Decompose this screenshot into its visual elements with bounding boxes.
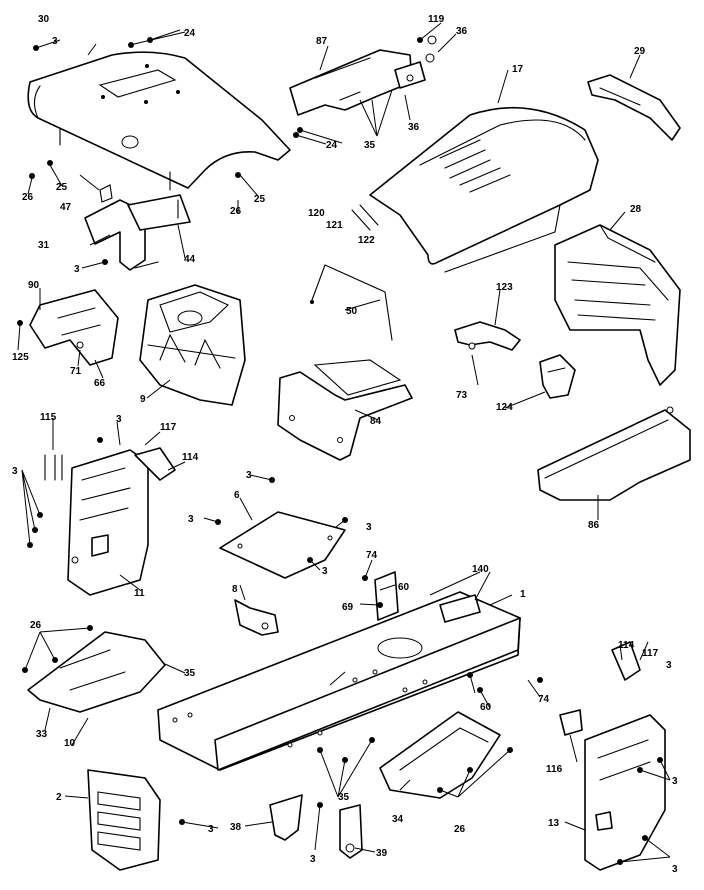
callout-35: 35 [364,140,376,151]
callout-35c: 35 [338,792,350,803]
callout-84: 84 [370,416,382,427]
floor-plate-part [27,631,166,713]
callout-86: 86 [588,520,600,531]
callout-60: 60 [398,582,410,593]
callout-121: 121 [326,220,343,231]
grille-part [587,74,681,141]
frame-bracket-part [277,359,413,461]
strap-part [454,321,521,351]
callout-8: 8 [232,584,238,595]
foot-pad-part [379,711,501,799]
callout-33: 33 [36,729,48,740]
callout-3c: 3 [116,414,122,425]
left-dash-panel-part [44,447,176,596]
cowl-panel-part [289,35,437,116]
callout-9: 9 [140,394,146,405]
hood-part [351,106,599,273]
callout-3d: 3 [12,466,18,477]
callout-labels: 30 3 24 26 25 47 31 44 87 119 36 36 35 2… [12,14,678,875]
callout-3j: 3 [310,854,316,865]
mount-plate-part [219,511,346,579]
callout-3h: 3 [322,566,328,577]
callout-31: 31 [38,240,50,251]
callout-47: 47 [60,202,72,213]
callout-26c: 26 [30,620,42,631]
callout-3g: 3 [366,522,372,533]
callout-74b: 74 [538,694,550,705]
callout-3l: 3 [672,776,678,787]
dash-cover-part [27,51,291,191]
callout-36: 36 [456,26,468,37]
callout-123: 123 [496,282,513,293]
clip-part [539,354,576,399]
callout-3: 3 [52,36,58,47]
callout-66: 66 [94,378,106,389]
callout-114b: 114 [618,640,635,651]
callout-26b: 26 [230,206,242,217]
callout-114: 114 [182,452,199,463]
leader-lines [17,22,671,863]
callout-125: 125 [12,352,29,363]
callout-38: 38 [230,822,242,833]
callout-116: 116 [546,764,563,775]
callout-1: 1 [520,589,526,600]
callout-36b: 36 [408,122,420,133]
callout-39: 39 [376,848,388,859]
callout-28: 28 [630,204,642,215]
callout-30: 30 [38,14,50,25]
callout-117b: 117 [642,648,659,659]
callout-26d: 26 [454,824,466,835]
callout-10: 10 [64,738,76,749]
right-dash-panel-part [559,641,666,871]
callout-90: 90 [28,280,40,291]
callout-124: 124 [496,402,513,413]
grille-frame-part [554,224,681,386]
callout-60b: 60 [480,702,492,713]
fuel-housing-part [139,284,246,406]
callout-25: 25 [56,182,68,193]
callout-120: 120 [308,208,325,219]
callout-140: 140 [472,564,489,575]
callout-24: 24 [184,28,196,39]
small-bracket-part [234,599,279,636]
callout-3b: 3 [74,264,80,275]
callout-3f: 3 [188,514,194,525]
main-frame-part [157,571,521,771]
callout-44: 44 [184,254,196,265]
fender-part [537,406,691,501]
callout-11: 11 [134,588,145,599]
callout-74: 74 [366,550,378,561]
callout-2: 2 [56,792,62,803]
side-plate-part [29,289,119,366]
support-rod-part [310,264,393,341]
callout-25b: 25 [254,194,266,205]
callout-50: 50 [346,306,358,317]
callout-117: 117 [160,422,177,433]
callout-3m: 3 [672,864,678,875]
fasteners [17,37,663,865]
callout-35b: 35 [184,668,196,679]
callout-3e: 3 [246,470,252,481]
callout-73: 73 [456,390,468,401]
callout-6: 6 [234,490,240,501]
callout-17: 17 [512,64,524,75]
callout-122: 122 [358,235,375,246]
callout-29: 29 [634,46,646,57]
callout-3i: 3 [208,824,214,835]
front-plate-part [87,769,161,871]
callout-119: 119 [428,14,445,25]
callout-69: 69 [342,602,354,613]
callout-71: 71 [70,366,82,377]
callout-24b: 24 [326,140,338,151]
dash-bracket-part [84,184,191,271]
callout-26: 26 [22,192,34,203]
callout-87: 87 [316,36,328,47]
callout-34: 34 [392,814,404,825]
callout-13: 13 [548,818,560,829]
hanger-part [269,794,363,859]
callout-115: 115 [40,412,57,423]
callout-3k: 3 [666,660,672,671]
